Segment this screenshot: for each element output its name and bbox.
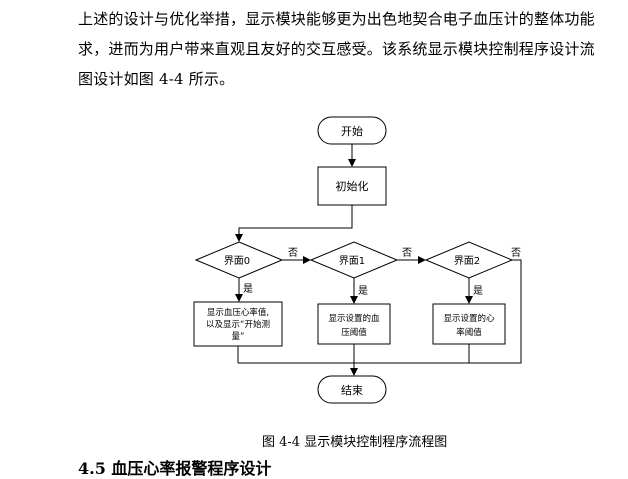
- init-process: [317, 166, 387, 206]
- paragraph-line-3: 图设计如图 4-4 所示。: [78, 70, 235, 88]
- decision-0-label: 界面0: [224, 255, 250, 267]
- figure-caption: 图 4-4 显示模块控制程序流程图: [262, 435, 448, 450]
- section-heading: 4.5 血压心率报警程序设计: [78, 459, 272, 478]
- init-label: 初始化: [336, 179, 369, 193]
- end-label: 结束: [341, 384, 363, 397]
- connector-init-decision0: [235, 205, 353, 242]
- action-box-0: [193, 301, 283, 347]
- action-2-line-2: 率阈值: [456, 327, 482, 338]
- action-box-2: [432, 303, 506, 345]
- body-paragraph: 上述的设计与优化举措，显示模块能够更为出色地契合电子血压计的整体功能 求，进而为…: [78, 4, 628, 94]
- paragraph-line-2: 求，进而为用户带来直观且友好的交互感受。该系统显示模块控制程序设计流: [78, 40, 595, 58]
- yes-label-1: 是: [358, 285, 368, 297]
- action-2-line-1: 显示设置的心: [443, 313, 495, 324]
- end-terminal: [317, 375, 387, 404]
- action-box-1: [317, 303, 391, 345]
- action-1-line-2: 压阈值: [341, 327, 367, 338]
- start-label: 开始: [341, 124, 363, 138]
- no-label-2: 否: [511, 247, 521, 259]
- paragraph-line-1: 上述的设计与优化举措，显示模块能够更为出色地契合电子血压计的整体功能: [78, 10, 595, 28]
- action-0-line-1: 显示血压心率值,: [207, 307, 269, 318]
- action-1-line-1: 显示设置的血: [328, 313, 380, 324]
- no-label-0: 否: [288, 247, 298, 259]
- decision-2-label: 界面2: [454, 255, 480, 267]
- yes-label-0: 是: [243, 283, 253, 295]
- action-0-line-3: 量”: [232, 332, 245, 342]
- no-label-1: 否: [402, 247, 412, 259]
- yes-label-2: 是: [473, 285, 483, 297]
- action-0-line-2: 以及显示“开始测: [206, 319, 270, 330]
- decision-1-label: 界面1: [339, 255, 365, 267]
